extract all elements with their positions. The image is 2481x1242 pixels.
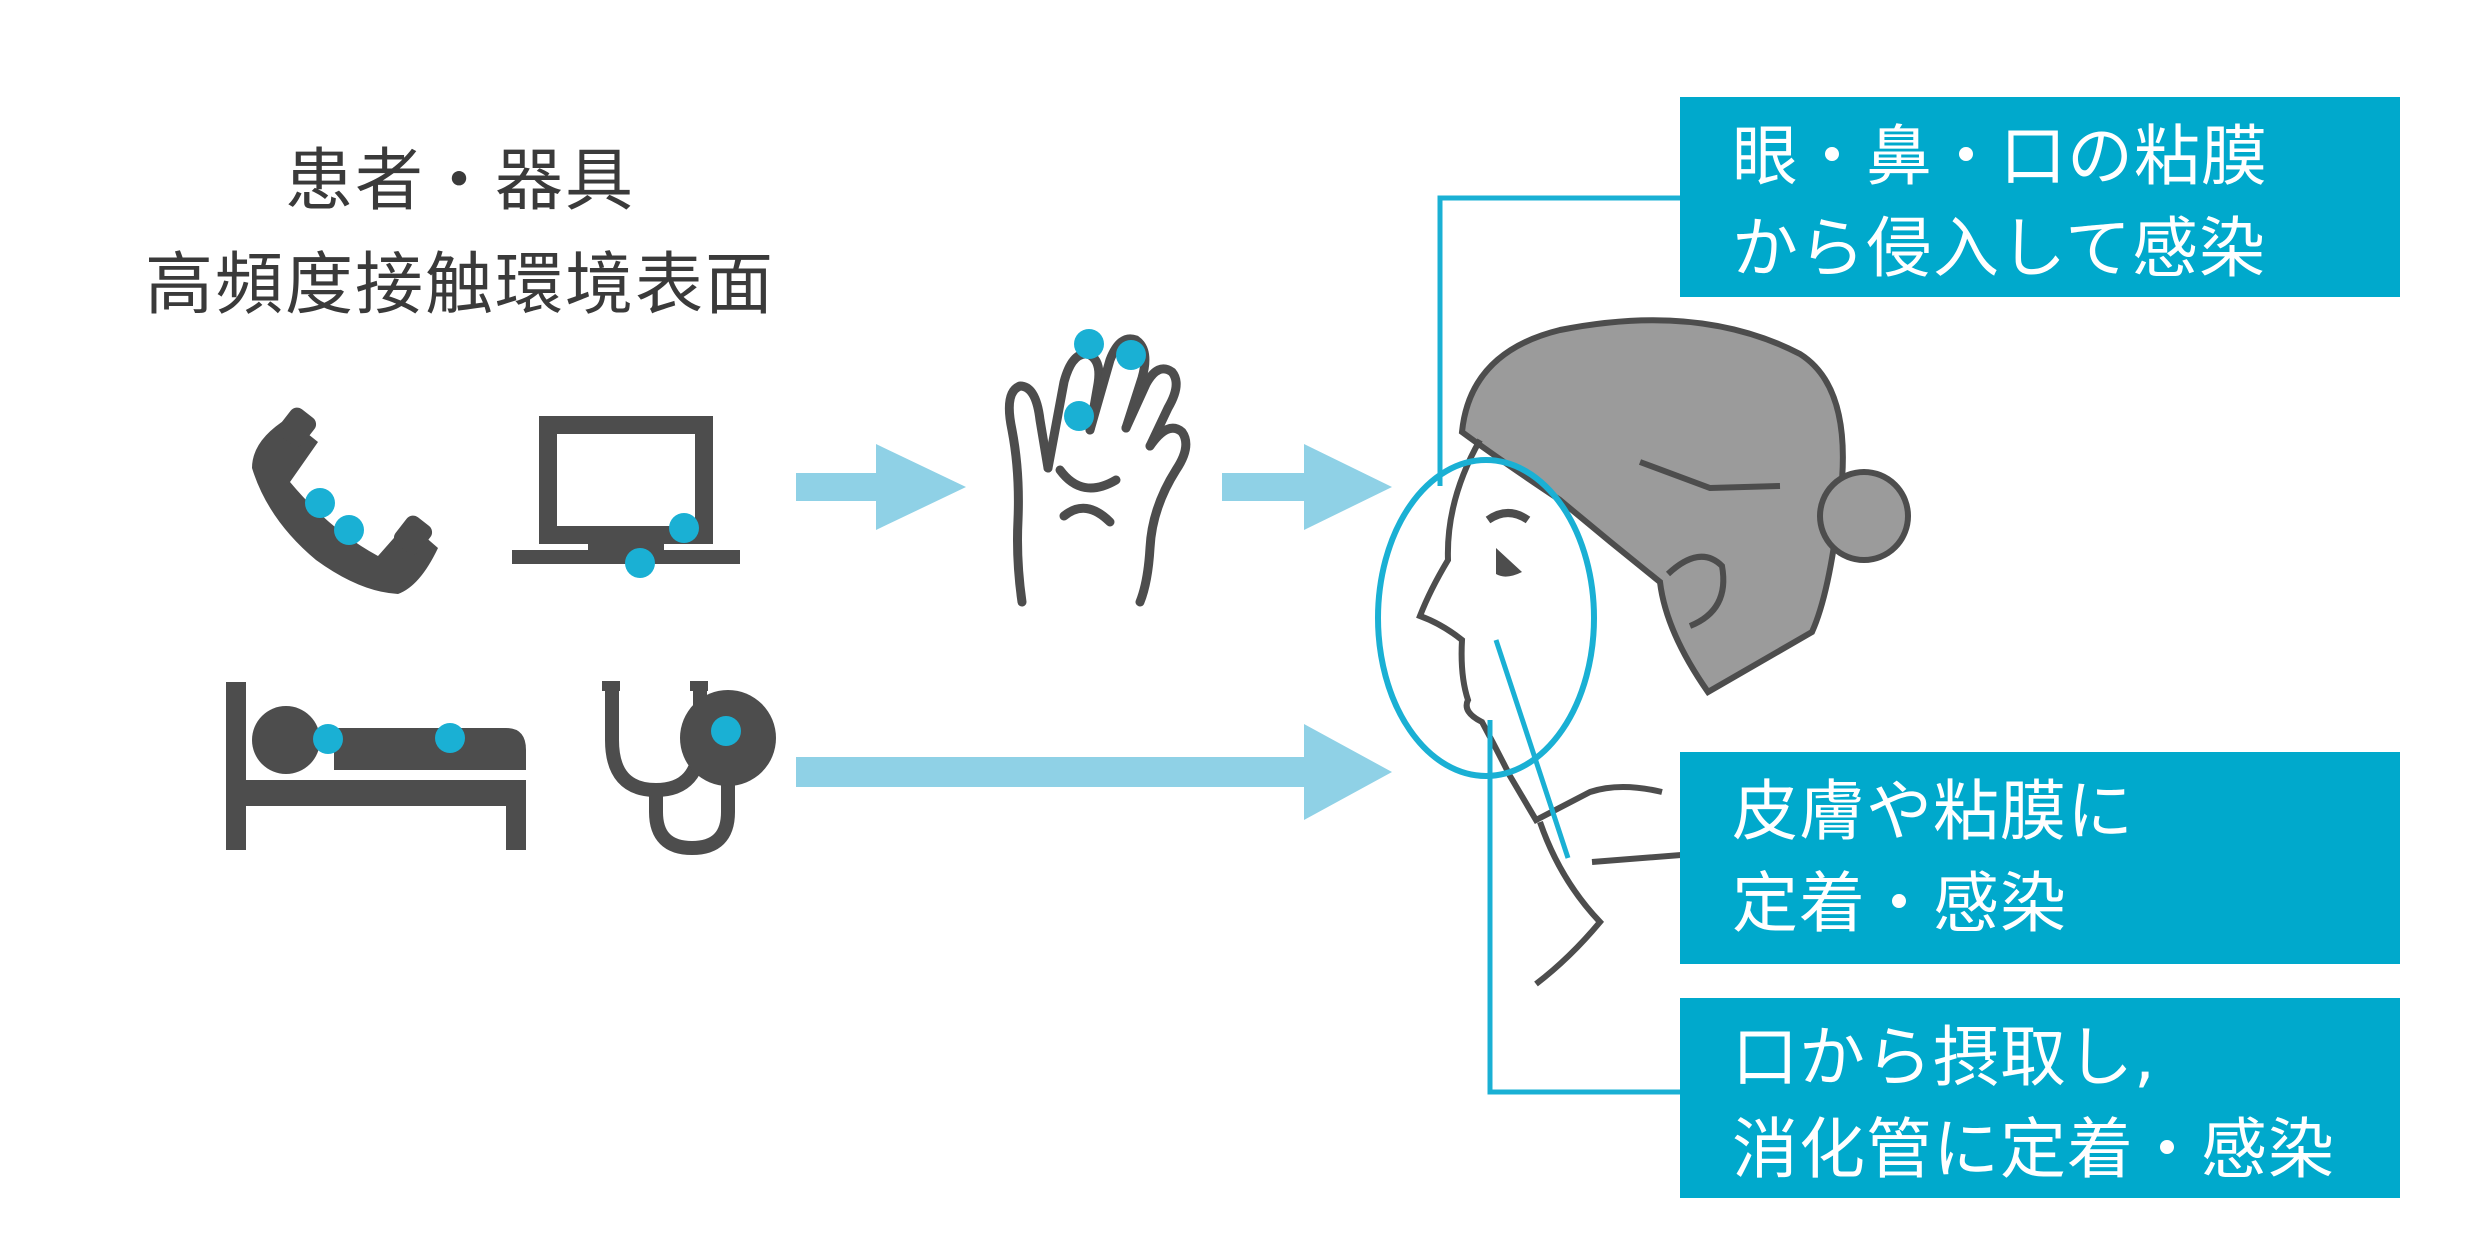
stethoscope-contact-point	[711, 716, 741, 746]
laptop-icon	[512, 416, 740, 564]
callout-line: から侵入して感染	[1732, 210, 2267, 287]
callout-line: 眼・鼻・口の粘膜	[1732, 118, 2268, 195]
callout-mucosa-infection: 眼・鼻・口の粘膜 から侵入して感染	[1680, 97, 2400, 297]
connector-skin	[1493, 639, 1571, 859]
callout-line: 口から摂取し,	[1732, 1019, 2156, 1096]
callout-line: 定着・感染	[1732, 865, 2067, 942]
callout-line: 皮膚や粘膜に	[1732, 773, 2134, 850]
callout-line: 消化管に定着・感染	[1732, 1111, 2335, 1188]
eyebrow	[1485, 509, 1531, 524]
phone-contact-points	[305, 488, 364, 545]
source-label-line2: 高頻度接触環境表面	[144, 246, 775, 325]
eye	[1496, 548, 1522, 577]
source-label-line1: 患者・器具	[284, 142, 635, 221]
hair	[1458, 317, 1846, 696]
arrow-sources-to-hand	[796, 444, 966, 530]
phone-icon	[252, 407, 438, 594]
face-outline	[1416, 438, 1663, 824]
stethoscope-icon	[602, 681, 776, 856]
bed-contact-points	[313, 723, 465, 754]
hairline	[1638, 459, 1781, 492]
face-highlight-ellipse	[1375, 457, 1597, 779]
arrow-direct-to-face	[796, 724, 1392, 820]
hand-contact-points	[1064, 329, 1146, 431]
person-head-illustration	[1416, 317, 1911, 987]
connector-mucosa	[1437, 195, 1680, 486]
source-label: 患者・器具 高頻度接触環境表面	[60, 130, 860, 338]
hair-bun	[1817, 469, 1911, 563]
callout-oral-ingestion: 口から摂取し, 消化管に定着・感染	[1680, 998, 2400, 1198]
arrow-hand-to-face	[1222, 444, 1392, 530]
bed-icon	[226, 682, 526, 850]
hand-icon	[1004, 334, 1191, 607]
laptop-contact-points	[625, 513, 699, 578]
connector-ingestion	[1487, 720, 1680, 1095]
neck-outline	[1534, 821, 1605, 987]
callout-skin-colonization: 皮膚や粘膜に 定着・感染	[1680, 752, 2400, 964]
ear	[1665, 553, 1727, 629]
